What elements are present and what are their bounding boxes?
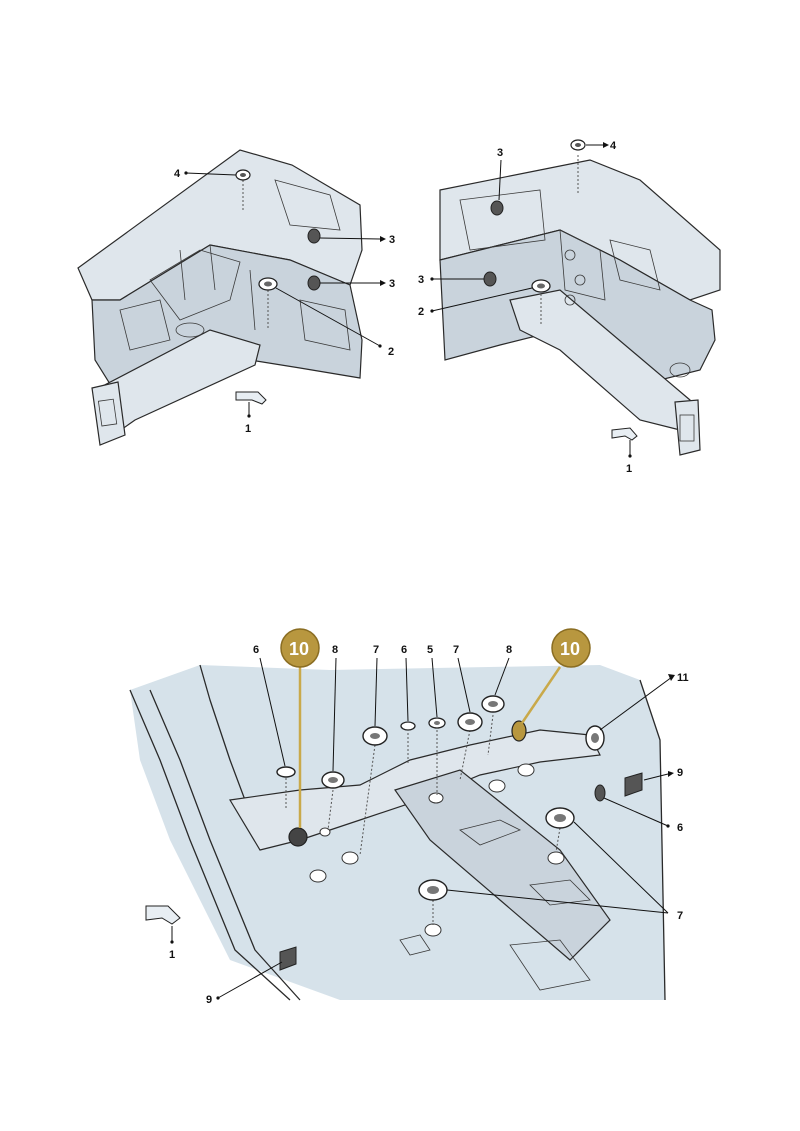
- callout-1-top-right: 1: [626, 463, 632, 475]
- callout-10-left: 10: [289, 639, 309, 659]
- callout-11-bottom: 11: [677, 672, 689, 684]
- plug-6-left: [276, 766, 296, 778]
- highlight-badge-right: [551, 628, 591, 668]
- callout-3-top-right-lower: 3: [418, 274, 424, 286]
- callout-9-bottom-right: 9: [677, 767, 683, 779]
- underbody-floor-section: [129, 628, 675, 1001]
- callout-4-top-right: 4: [610, 140, 617, 152]
- callout-4-top-left: 4: [174, 168, 181, 180]
- callout-6-bottom-center: 6: [401, 644, 407, 656]
- highlight-badge-left: [280, 628, 320, 668]
- callout-3-top-right-upper: 3: [497, 147, 503, 159]
- callout-1-bottom: 1: [169, 949, 175, 961]
- callout-5-bottom: 5: [427, 644, 433, 656]
- callout-8-bottom-right: 8: [506, 644, 512, 656]
- front-left-body-section: [77, 149, 386, 446]
- callout-9-bottom-left: 9: [206, 994, 212, 1006]
- callout-7-bottom-b: 7: [453, 644, 459, 656]
- callout-3-top-left-upper: 3: [389, 234, 395, 246]
- front-right-body-section: [430, 139, 721, 458]
- callout-7-bottom-right: 7: [677, 910, 683, 922]
- callout-1-top-left: 1: [245, 423, 251, 435]
- callout-10-right: 10: [560, 639, 580, 659]
- callout-7-bottom-a: 7: [373, 644, 379, 656]
- callout-2-top-right: 2: [418, 306, 424, 318]
- callout-8-bottom-left: 8: [332, 644, 338, 656]
- callout-6-bottom-right: 6: [677, 822, 683, 834]
- callout-6-bottom-left: 6: [253, 644, 259, 656]
- callout-2-top-left: 2: [388, 346, 394, 358]
- callout-3-top-left-lower: 3: [389, 278, 395, 290]
